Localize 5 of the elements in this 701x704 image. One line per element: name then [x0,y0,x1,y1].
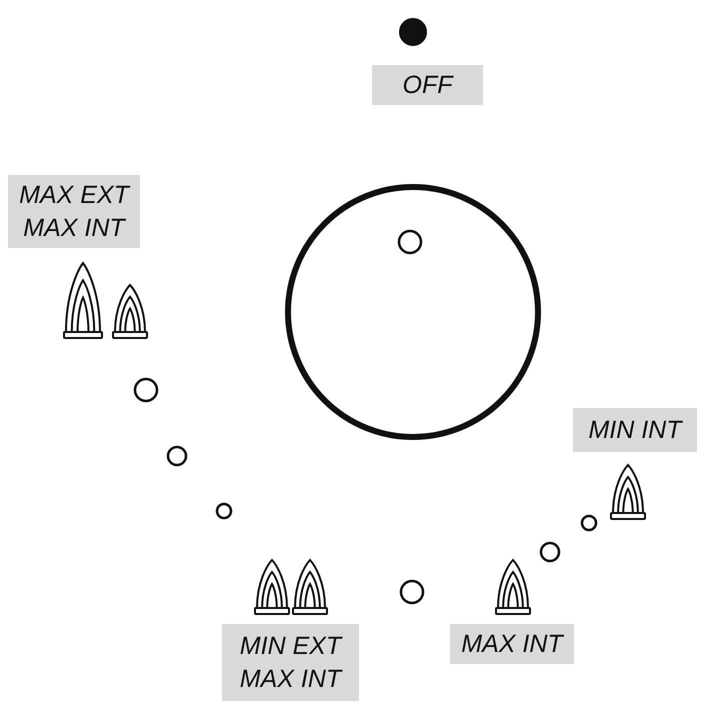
setting-label: MIN INT [573,408,697,452]
setting-label: MIN EXT MAX INT [222,624,359,701]
setting-label: MAX INT [450,624,574,664]
setting-label: OFF [372,65,483,105]
setting-label: MAX EXT MAX INT [8,175,140,248]
